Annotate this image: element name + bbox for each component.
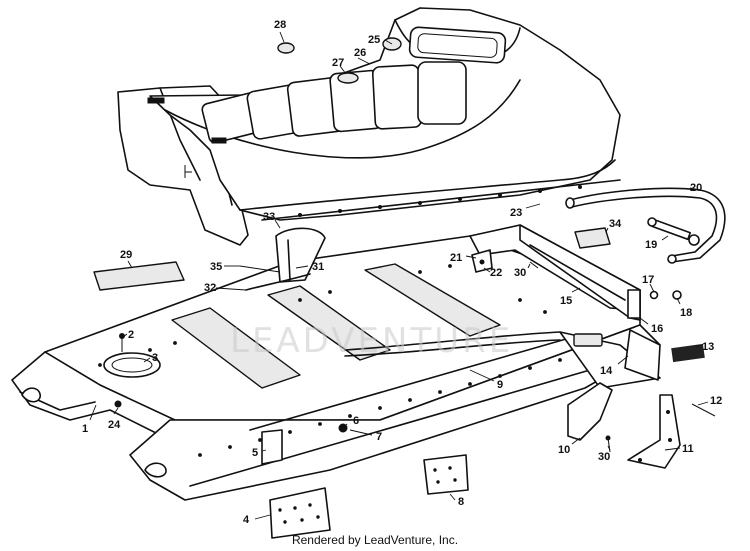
part-18-bolt	[672, 290, 682, 300]
callout-7: 7	[376, 431, 382, 443]
part-15-16-bracket	[469, 224, 641, 321]
part-19-bolt	[647, 217, 700, 246]
callout-16: 16	[651, 323, 663, 335]
callout-9: 9	[497, 379, 503, 391]
part-12-rivet	[691, 403, 716, 417]
part-30-screw-a	[529, 261, 539, 269]
callout-28: 28	[274, 19, 286, 31]
part-20-grab-bar	[565, 187, 726, 264]
chassis-rivets	[98, 264, 592, 457]
callout-22: 22	[490, 267, 502, 279]
callout-1: 1	[82, 423, 88, 435]
callout-31: 31	[312, 261, 324, 273]
part-11-guard	[627, 394, 681, 469]
callout-8: 8	[458, 496, 464, 508]
part-24-nut	[114, 400, 122, 408]
callout-5: 5	[252, 447, 258, 459]
part-4-bracket	[269, 487, 331, 539]
callout-10: 10	[558, 444, 570, 456]
callout-26: 26	[354, 47, 366, 59]
callout-3: 3	[152, 352, 158, 364]
callout-2: 2	[128, 329, 134, 341]
seat-quilt-panels	[201, 61, 467, 144]
part-8-bracket	[423, 454, 469, 495]
callout-25: 25	[368, 34, 380, 46]
part-35-wire	[239, 265, 281, 273]
part-10-guard	[567, 382, 613, 441]
callout-labels: 1 2 3 4 5 6 7 8 9 10 11 12 13 14 15 16 1…	[82, 19, 722, 526]
part-14-flap	[624, 329, 661, 381]
callout-6: 6	[353, 415, 359, 427]
callout-12: 12	[710, 395, 722, 407]
callout-14: 14	[600, 365, 613, 377]
callout-33: 33	[263, 211, 275, 223]
part-21-22-clip	[471, 249, 493, 273]
part-34-plate	[574, 227, 611, 249]
part-32-hose	[245, 273, 311, 291]
part-29-pad	[93, 261, 185, 291]
seat-assembly	[117, 7, 621, 246]
callout-29: 29	[120, 249, 132, 261]
callout-20: 20	[690, 182, 702, 194]
seat-badge-left	[337, 72, 359, 84]
callout-30a: 30	[514, 267, 526, 279]
callout-13: 13	[702, 341, 714, 353]
callout-18: 18	[680, 307, 692, 319]
watermark: LEADVENTURE	[230, 321, 513, 361]
callout-15: 15	[560, 295, 572, 307]
callout-34: 34	[609, 218, 622, 230]
part-33-strap	[275, 227, 326, 283]
callout-17: 17	[642, 274, 654, 286]
callout-19: 19	[645, 239, 657, 251]
callout-32: 32	[204, 282, 216, 294]
callout-21: 21	[450, 252, 462, 264]
callout-24: 24	[108, 419, 121, 431]
callout-4: 4	[243, 514, 250, 526]
callout-30b: 30	[598, 451, 610, 463]
part-5-panel	[261, 429, 283, 465]
callout-27: 27	[332, 57, 344, 69]
part-17-nut	[649, 290, 659, 300]
callout-35: 35	[210, 261, 222, 273]
callout-11: 11	[682, 443, 694, 455]
seat-rail-holes	[298, 185, 582, 217]
seat-emblem	[277, 42, 295, 54]
part-3-handle	[103, 352, 161, 378]
footer-credit: Rendered by LeadVenture, Inc.	[291, 533, 459, 547]
callout-23: 23	[510, 207, 522, 219]
part-13-reflector	[671, 343, 705, 363]
